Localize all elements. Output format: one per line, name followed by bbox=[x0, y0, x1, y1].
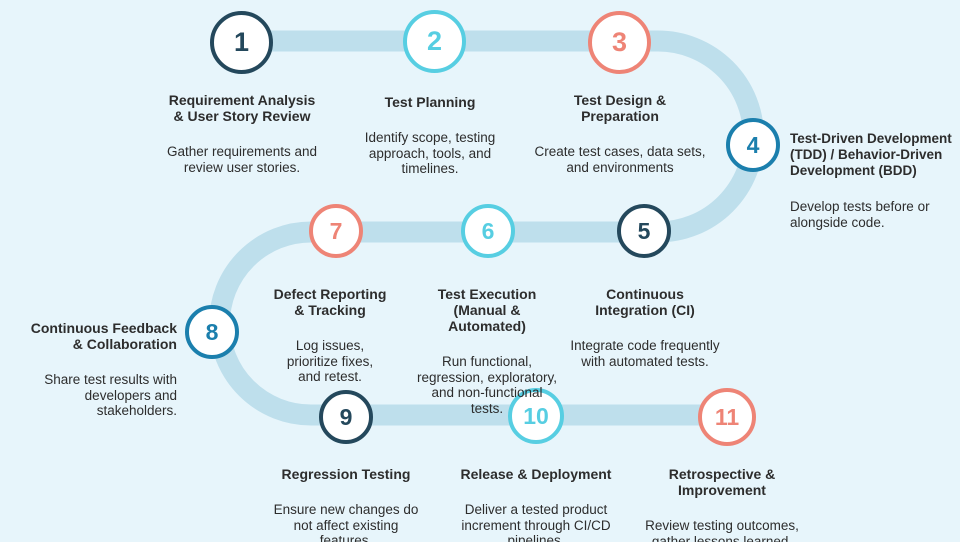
step-circle-10: 10 bbox=[508, 388, 564, 444]
step-title-9: Regression Testing bbox=[281, 466, 411, 482]
step-number-6: 6 bbox=[481, 217, 495, 244]
step-circle-4: 4 bbox=[726, 118, 780, 172]
step-label-4: Test-Driven Development (TDD) / Behavior… bbox=[790, 113, 958, 248]
step-title-1: Requirement Analysis & User Story Review bbox=[168, 92, 316, 124]
step-title-2: Test Planning bbox=[384, 94, 476, 110]
step-circle-8: 8 bbox=[185, 305, 239, 359]
step-description-2: Identify scope, testing approach, tools,… bbox=[364, 130, 496, 176]
step-description-1: Gather requirements and review user stor… bbox=[166, 144, 318, 175]
step-title-10: Release & Deployment bbox=[460, 466, 612, 482]
step-title-6: Test Execution (Manual & Automated) bbox=[437, 286, 537, 334]
step-description-3: Create test cases, data sets, and enviro… bbox=[534, 144, 706, 175]
step-title-4: Test-Driven Development (TDD) / Behavior… bbox=[790, 131, 952, 178]
step-description-7: Log issues, prioritize fixes, and retest… bbox=[286, 338, 374, 384]
step-label-5: Continuous Integration (CI) Integrate co… bbox=[550, 268, 740, 387]
step-circle-1: 1 bbox=[210, 11, 273, 74]
step-title-3: Test Design & Preparation bbox=[573, 92, 667, 124]
step-description-11: Review testing outcomes, gather lessons … bbox=[645, 518, 799, 542]
step-circle-6: 6 bbox=[461, 204, 515, 258]
step-number-11: 11 bbox=[714, 403, 740, 430]
step-label-11: Retrospective & Improvement Review testi… bbox=[617, 448, 827, 542]
step-description-9: Ensure new changes do not affect existin… bbox=[273, 502, 419, 542]
step-label-8: Continuous Feedback & Collaboration Shar… bbox=[17, 302, 177, 437]
step-number-1: 1 bbox=[233, 27, 250, 57]
step-circle-9: 9 bbox=[319, 390, 373, 444]
step-circle-2: 2 bbox=[403, 10, 466, 73]
step-number-7: 7 bbox=[329, 217, 343, 244]
step-description-4: Develop tests before or alongside code. bbox=[790, 199, 930, 230]
step-description-10: Deliver a tested product increment throu… bbox=[461, 502, 611, 542]
step-label-10: Release & Deployment Deliver a tested pr… bbox=[431, 448, 641, 542]
step-description-6: Run functional, regression, exploratory,… bbox=[416, 354, 558, 416]
step-circle-3: 3 bbox=[588, 11, 651, 74]
step-circle-5: 5 bbox=[617, 204, 671, 258]
step-label-3: Test Design & Preparation Create test ca… bbox=[515, 74, 725, 193]
step-number-8: 8 bbox=[205, 318, 219, 345]
step-number-5: 5 bbox=[637, 217, 651, 244]
step-number-3: 3 bbox=[611, 27, 628, 57]
step-circle-11: 11 bbox=[698, 388, 756, 446]
step-label-7: Defect Reporting & Tracking Log issues, … bbox=[245, 268, 415, 403]
step-title-11: Retrospective & Improvement bbox=[668, 466, 776, 498]
step-description-5: Integrate code frequently with automated… bbox=[570, 338, 720, 369]
step-label-6: Test Execution (Manual & Automated) Run … bbox=[392, 268, 582, 434]
step-label-2: Test Planning Identify scope, testing ap… bbox=[340, 76, 520, 195]
step-circle-7: 7 bbox=[309, 204, 363, 258]
step-number-2: 2 bbox=[426, 26, 443, 56]
step-title-5: Continuous Integration (CI) bbox=[595, 286, 695, 318]
step-label-1: Requirement Analysis & User Story Review… bbox=[127, 74, 357, 193]
step-number-9: 9 bbox=[339, 403, 353, 430]
step-title-7: Defect Reporting & Tracking bbox=[273, 286, 387, 318]
step-description-8: Share test results with developers and s… bbox=[44, 372, 177, 418]
step-title-8: Continuous Feedback & Collaboration bbox=[30, 320, 177, 352]
step-label-9: Regression Testing Ensure new changes do… bbox=[246, 448, 446, 542]
step-number-4: 4 bbox=[746, 131, 760, 158]
step-number-10: 10 bbox=[523, 402, 549, 429]
